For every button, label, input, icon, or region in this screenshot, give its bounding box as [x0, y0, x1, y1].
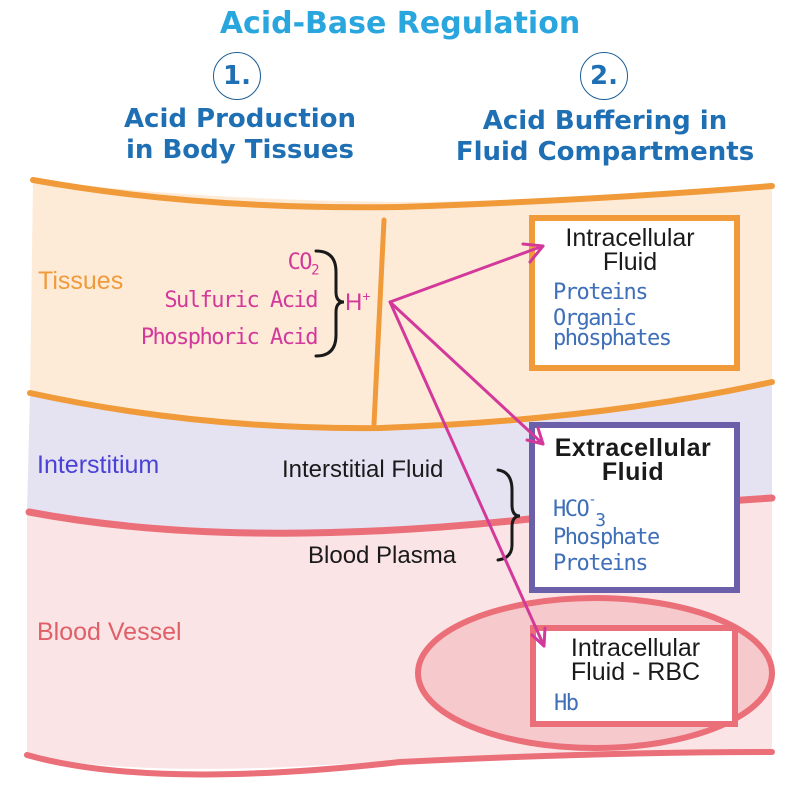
tissues-divider [371, 217, 387, 427]
buffer-proteins: Proteins [553, 280, 648, 305]
acid-source-sulfuric: Sulfuric Acid [164, 288, 318, 313]
step-2-number: 2. [580, 52, 628, 100]
ecf-title: Extracellular Fluid [554, 434, 712, 486]
step-1-number: 1. [213, 52, 261, 100]
page-title: Acid-Base Regulation [219, 6, 581, 41]
buffer-phosphates: phosphates [553, 326, 672, 351]
arrow-to-ecf [388, 300, 545, 446]
interstitial-fluid-label: Interstitial Fluid [282, 456, 444, 483]
acid-source-phosphoric: Phosphoric Acid [140, 325, 319, 350]
tissues-bottom-border [27, 379, 775, 432]
tissues-label: Tissues [38, 267, 124, 295]
ecf-brace [496, 468, 521, 562]
blood-vessel-label: Blood Vessel [37, 618, 182, 646]
ecf-box [529, 422, 740, 593]
step-1-heading-line2: in Body Tissues [126, 135, 354, 165]
buffer-organic: Organic [553, 306, 637, 331]
ecf-buffers: HCO-3 Phosphate Proteins [553, 492, 660, 577]
rbc-title: Intracellular Fluid - RBC [570, 634, 701, 686]
icf-box [529, 215, 740, 371]
step-1-heading-line1: Acid Production [123, 104, 357, 134]
hydrogen-ion: H+ [345, 288, 371, 316]
arrow-to-rbc [388, 300, 547, 648]
step-2-heading-line1: Acid Buffering in [482, 106, 728, 136]
vessel-bottom-border [24, 749, 775, 778]
icf-title: Intracellular Fluid [565, 224, 695, 276]
rbc-box [530, 625, 738, 727]
acid-sources-brace [314, 249, 345, 358]
step-2-heading-line2: Fluid Compartments [455, 137, 755, 167]
step-2-heading: Acid Buffering in Fluid Compartments [440, 106, 770, 168]
tissues-top-border [30, 177, 775, 211]
arrow-to-icf [388, 242, 545, 304]
buffer-bicarbonate: HCO-3 [553, 492, 606, 531]
acid-source-co2: CO2 [287, 250, 320, 279]
buffer-phosphate: Phosphate [553, 525, 660, 550]
blood-plasma-label: Blood Plasma [308, 542, 457, 569]
icf-buffers: Proteins Organic phosphates [553, 280, 672, 351]
step-1-heading: Acid Production in Body Tissues [100, 104, 380, 166]
buffer-proteins-ecf: Proteins [553, 551, 648, 576]
buffer-hemoglobin: Hb [554, 691, 579, 716]
interstitium-label: Interstitium [37, 451, 160, 479]
